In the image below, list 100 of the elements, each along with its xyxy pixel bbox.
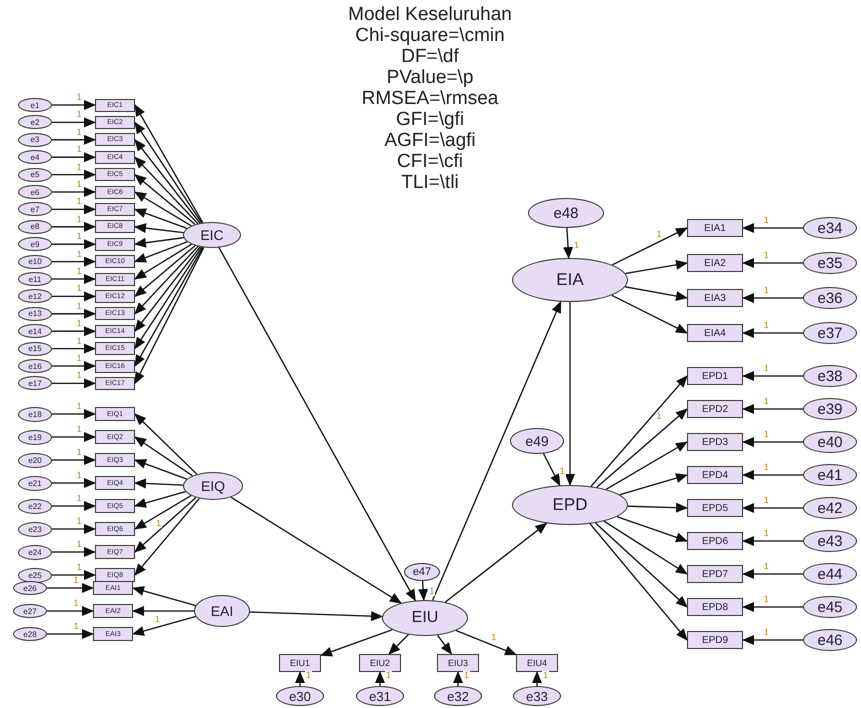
- indicator-box: [359, 654, 401, 672]
- latent-variable-ellipse: [512, 485, 628, 525]
- path-arrow: [52, 170, 96, 180]
- path-arrow: [134, 223, 184, 234]
- path-arrow: [47, 606, 94, 616]
- path-arrow: [604, 520, 688, 575]
- fit-statistic-text: AGFI=\agfi: [383, 130, 477, 151]
- path-arrow: [52, 547, 96, 557]
- node-label: EPD1: [702, 370, 728, 382]
- path-arrow: [742, 569, 803, 579]
- node-label: e24: [28, 548, 42, 556]
- indicator-box: [95, 186, 135, 198]
- indicator-box: [95, 168, 135, 182]
- path-arrow: [134, 246, 202, 350]
- path-arrow: [52, 256, 96, 267]
- fit-statistic-text: CFI=\cfi: [396, 151, 464, 172]
- path-arrow: [52, 524, 96, 534]
- path-arrow: [625, 260, 688, 274]
- error-term-circle: [356, 686, 404, 706]
- node-label: e4: [30, 152, 40, 162]
- path-arrow: [52, 117, 96, 128]
- path-arrow: [132, 606, 194, 616]
- edge-label: 1: [542, 671, 550, 680]
- indicator-box: [687, 254, 743, 272]
- edge-label: 1: [76, 214, 83, 224]
- path-arrow: [52, 308, 96, 319]
- edge-label: 1: [72, 576, 80, 585]
- edge-label: 1: [72, 622, 80, 631]
- edge-label: 1: [305, 671, 312, 680]
- indicator-box: [687, 499, 743, 517]
- node-label: e18: [28, 410, 42, 418]
- indicator-box: [95, 290, 135, 303]
- path-arrow: [134, 104, 204, 224]
- edge-label: 1: [762, 628, 770, 637]
- error-term-circle: [18, 359, 52, 373]
- path-arrow: [52, 409, 96, 419]
- node-label: e12: [28, 292, 42, 301]
- path-arrow: [620, 473, 688, 496]
- path-arrow: [742, 328, 803, 338]
- edge-label: 1: [76, 448, 83, 457]
- node-label: EIQ: [200, 478, 226, 494]
- edge-label: 1: [76, 145, 83, 154]
- error-term-circle: [18, 324, 52, 338]
- indicator-box: [95, 476, 135, 490]
- edge-label: 1: [762, 463, 770, 472]
- node-label: e6: [30, 188, 40, 196]
- path-arrow: [388, 634, 409, 655]
- indicator-box: [687, 532, 743, 550]
- error-term-circle: [18, 568, 52, 582]
- node-label: e7: [30, 204, 40, 214]
- latent-variable-ellipse: [194, 595, 250, 627]
- error-term-circle: [18, 254, 52, 269]
- edge-label: 1: [154, 615, 161, 624]
- fit-statistic-text: Chi-square=\cmin: [354, 25, 506, 46]
- path-arrow: [134, 490, 186, 508]
- path-arrow: [134, 245, 196, 298]
- indicator-box: [95, 522, 135, 536]
- edge-label: 1: [76, 128, 83, 137]
- indicator-box: [95, 545, 135, 559]
- path-arrow: [590, 523, 688, 641]
- error-term-circle: [803, 322, 857, 344]
- error-term-circle: [18, 98, 52, 112]
- node-label: e5: [30, 170, 40, 180]
- indicator-box: [95, 116, 135, 129]
- fit-statistic-text: TLI=\tli: [400, 172, 460, 193]
- error-term-circle: [18, 272, 52, 286]
- fit-statistic-text: DF=\df: [400, 46, 460, 67]
- node-label: e15: [28, 344, 42, 354]
- path-arrow: [52, 274, 96, 284]
- path-arrow: [52, 344, 96, 354]
- error-term-circle: [18, 406, 52, 422]
- node-label: EIA4: [704, 328, 726, 338]
- path-arrow: [134, 244, 192, 280]
- indicator-box: [95, 324, 135, 338]
- error-term-circle: [18, 498, 52, 514]
- path-arrow: [52, 326, 96, 336]
- error-term-circle: [18, 185, 52, 199]
- indicator-box: [687, 289, 743, 307]
- path-arrow: [542, 453, 560, 486]
- node-label: e9: [30, 240, 40, 249]
- edge-label: 1: [656, 412, 663, 421]
- path-arrow: [628, 502, 688, 513]
- error-term-circle: [803, 287, 857, 309]
- node-label: e34: [817, 220, 843, 236]
- path-arrow: [456, 630, 517, 656]
- edge-label: 1: [558, 467, 566, 476]
- node-label: e20: [28, 456, 42, 464]
- path-arrow: [742, 503, 803, 513]
- edge-label: 1: [490, 633, 498, 642]
- edge-label: 1: [76, 319, 83, 328]
- path-arrow: [375, 671, 385, 686]
- error-term-circle: [18, 289, 52, 304]
- error-term-circle: [434, 686, 482, 706]
- edge-label: 1: [76, 284, 83, 294]
- path-arrow: [132, 586, 196, 606]
- edge-label: 1: [762, 397, 770, 406]
- node-label: e3: [30, 135, 40, 144]
- path-arrow: [590, 375, 688, 487]
- edge-label: 1: [76, 517, 83, 526]
- edge-label: 1: [76, 302, 83, 311]
